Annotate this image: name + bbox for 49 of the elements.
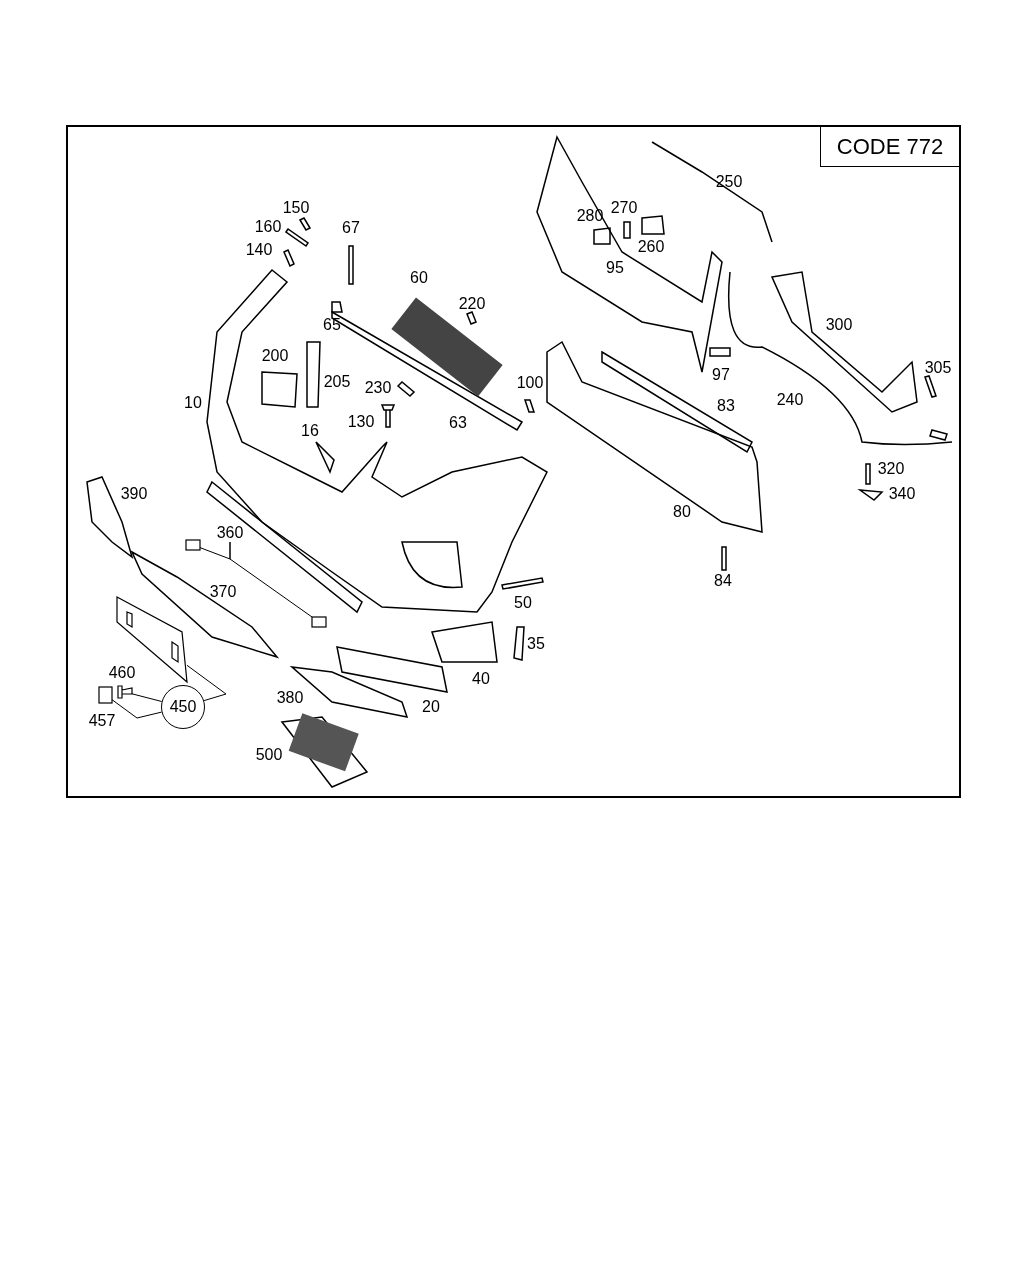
callout-number: 380 [276, 690, 304, 706]
callout-number: 460 [108, 665, 136, 681]
code-label-box: CODE 772 [820, 127, 959, 167]
callout-number: 35 [527, 636, 545, 652]
callout-number: 67 [342, 220, 360, 236]
callout-circle: 450 [161, 685, 205, 729]
callout-number: 280 [576, 208, 604, 224]
callout-number: 20 [422, 699, 440, 715]
leader-line [131, 693, 163, 702]
callout-number: 10 [184, 395, 202, 411]
leader-line [229, 541, 313, 618]
callout-number: 230 [364, 380, 392, 396]
callout-number: 60 [410, 270, 428, 286]
clip-nut [98, 686, 113, 704]
callout-number: 65 [323, 317, 341, 333]
callout-number: 150 [282, 200, 310, 216]
callout-number: 100 [516, 375, 544, 391]
callout-number: 200 [261, 348, 289, 364]
callout-number: 305 [924, 360, 952, 376]
callout-number: 40 [472, 671, 490, 687]
callout-number: 80 [673, 504, 691, 520]
callout-number: 300 [825, 317, 853, 333]
callout-number: 270 [610, 200, 638, 216]
leader-line [186, 664, 227, 702]
bolt [117, 685, 133, 699]
leader-line [111, 699, 163, 719]
callout-number: 84 [714, 573, 732, 589]
callout-number: 160 [254, 219, 282, 235]
callout-number: 340 [888, 486, 916, 502]
adhesive-tape [311, 616, 327, 628]
callout-number: 320 [877, 461, 905, 477]
callout-number: 97 [712, 367, 730, 383]
callout-number: 390 [120, 486, 148, 502]
adhesive-tape [185, 539, 201, 551]
callout-number: 130 [347, 414, 375, 430]
callout-number: 83 [717, 398, 735, 414]
callout-number: 240 [776, 392, 804, 408]
callout-number: 140 [245, 242, 273, 258]
callout-number: 63 [449, 415, 467, 431]
callout-number: 205 [323, 374, 351, 390]
callout-number: 250 [715, 174, 743, 190]
callout-number: 260 [637, 239, 665, 255]
callout-number: 220 [458, 296, 486, 312]
callout-number: 16 [301, 423, 319, 439]
callout-number: 457 [88, 713, 116, 729]
callout-number: 50 [514, 595, 532, 611]
callout-number: 95 [606, 260, 624, 276]
callout-number: 370 [209, 584, 237, 600]
callout-number: 500 [255, 747, 283, 763]
